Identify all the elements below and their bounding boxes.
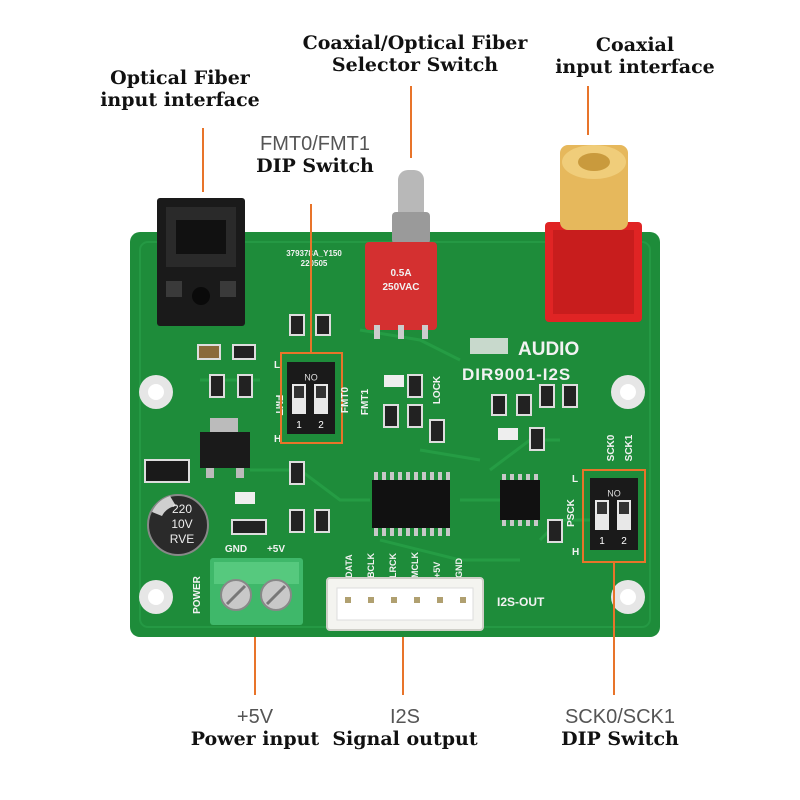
power-terminal: GND +5V POWER — [192, 544, 303, 625]
i2s-out-label: I2S-OUT — [497, 595, 545, 609]
power-callout: +5V Power input — [190, 706, 320, 750]
sck-dip-2: 2 — [621, 536, 627, 547]
pin-label-5v: +5V — [432, 562, 442, 578]
psck-label: PSCK — [566, 498, 577, 527]
sck-level-h: H — [572, 547, 579, 558]
fmt-dip-on: ON — [304, 372, 318, 382]
board-code-1: 379378A_Y150 — [286, 249, 342, 258]
optical-callout: Optical Fiber input interface — [100, 67, 260, 111]
toggle-rating-2: 250VAC — [382, 282, 419, 293]
voltage-regulator — [200, 418, 250, 478]
cap-series: RVE — [170, 532, 194, 546]
pin-label-data: DATA — [344, 554, 354, 578]
brand-text: AUDIO — [518, 339, 579, 360]
fmt0-label: FMT0 — [340, 387, 351, 414]
fmt-callout: FMT0/FMT1 DIP Switch — [256, 133, 374, 177]
fmt-side-label: FMT — [273, 395, 284, 416]
mounting-holes — [139, 375, 645, 614]
fmt-dip-2: 2 — [318, 420, 324, 431]
sck-dip-on: ON — [607, 488, 621, 498]
sck-level-l: L — [572, 474, 578, 485]
sck-callout: SCK0/SCK1 DIP Switch — [561, 706, 679, 750]
lock-label: LOCK — [432, 375, 443, 404]
power-gnd-label: GND — [225, 544, 247, 555]
pcb-board — [130, 232, 660, 637]
electrolytic-capacitor: 220 10V RVE — [147, 494, 209, 556]
dir9001-chip — [372, 472, 450, 536]
buffer-chip — [500, 474, 540, 526]
board-code-2: 220505 — [301, 259, 328, 268]
optical-connector — [157, 198, 245, 326]
pin-label-lrck: LRCK — [388, 553, 398, 578]
fmt-dip-1: 1 — [296, 420, 302, 431]
callout-lines — [202, 86, 615, 695]
i2s-header: DATA BCLK LRCK MCLK +5V GND I2S-OUT — [326, 552, 545, 631]
fmt-level-l: L — [274, 360, 280, 371]
toggle-rating-1: 0.5A — [390, 268, 411, 279]
sck-dip-1: 1 — [599, 536, 605, 547]
power-5v-label: +5V — [267, 544, 285, 555]
i2s-callout: I2S Signal output — [332, 706, 478, 750]
fmt-level-h: H — [274, 434, 281, 445]
brand-blur — [470, 338, 508, 354]
power-label: POWER — [192, 575, 203, 614]
selector-callout: Coaxial/Optical Fiber Selector Switch — [302, 32, 528, 76]
cap-voltage: 10V — [171, 517, 192, 531]
coaxial-callout: Coaxial input interface — [555, 34, 715, 78]
pin-label-gnd: GND — [454, 558, 464, 579]
smd-components — [144, 314, 578, 543]
pin-label-bclk: BCLK — [366, 553, 376, 578]
cap-value: 220 — [172, 502, 192, 516]
fmt-dip-switch: L H FMT ON 1 2 FMT0 FMT1 LOCK — [273, 352, 443, 445]
coaxial-connector — [545, 145, 642, 322]
pin-label-mclk: MCLK — [410, 552, 420, 578]
sck-dip-switch: SCK0 SCK1 PSCK L H ON 1 2 — [566, 434, 646, 563]
sck0-label: SCK0 — [606, 434, 617, 461]
model-text: DIR9001-I2S — [462, 365, 571, 384]
toggle-switch: 0.5A 250VAC — [365, 170, 437, 339]
sck1-label: SCK1 — [624, 434, 635, 461]
fmt1-label: FMT1 — [360, 389, 371, 416]
